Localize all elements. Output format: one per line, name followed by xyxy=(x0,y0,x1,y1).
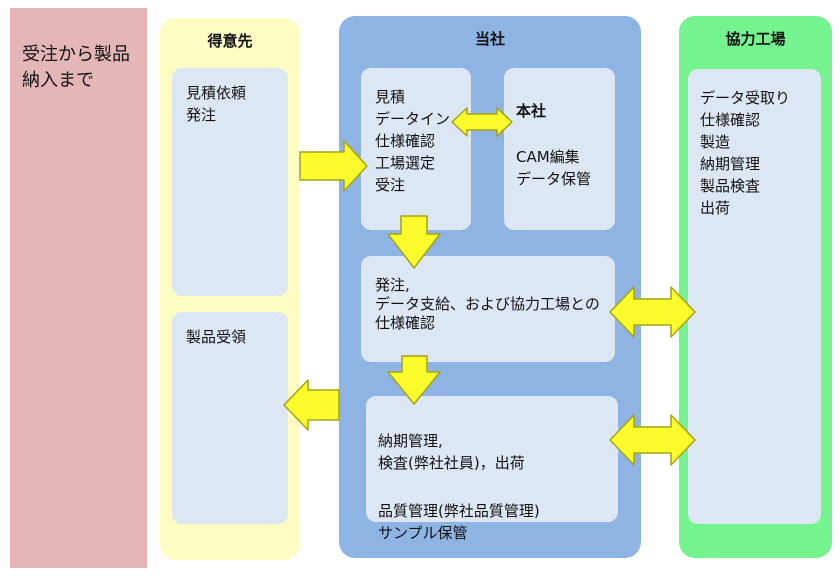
process-side-label-panel: 受注から製品 納入まで xyxy=(10,8,147,568)
company-delivery-box: 納期管理, 検査(弊社社員)，出荷 品質管理(弊社品質管理) サンプル保管 xyxy=(366,396,618,542)
arrow-company-to-client xyxy=(283,379,340,431)
company-delivery-text-2: 品質管理(弊社品質管理) サンプル保管 xyxy=(378,502,540,542)
company-delivery-text-1: 納期管理, 検査(弊社社員)，出荷 xyxy=(378,432,525,472)
company-estimate-box: 見積 データイン 仕様確認 工場選定 受注 xyxy=(361,68,471,230)
client-order-box: 見積依頼 発注 xyxy=(172,68,288,296)
arrow-client-to-company xyxy=(299,140,368,192)
client-receive-box: 製品受領 xyxy=(172,312,288,524)
process-side-label: 受注から製品 納入まで xyxy=(22,44,130,91)
arrow-order-to-delivery xyxy=(387,355,441,405)
client-column-title: 得意先 xyxy=(207,32,253,50)
arrow-estimate-to-order xyxy=(387,215,441,269)
company-column-title: 当社 xyxy=(474,30,505,48)
arrow-delivery-factory xyxy=(609,414,696,466)
factory-column-title: 協力工場 xyxy=(725,30,786,48)
arrow-estimate-hq xyxy=(451,107,513,137)
company-order-box: 発注, データ支給、および協力工場との 仕様確認 xyxy=(361,256,615,362)
company-hq-body: CAM編集 データ保管 xyxy=(516,148,592,188)
factory-process-box: データ受取り 仕様確認 製造 納期管理 製品検査 出荷 xyxy=(688,69,821,524)
company-hq-title: 本社 xyxy=(516,102,547,120)
company-hq-box: 本社 CAM編集 データ保管 xyxy=(504,68,615,230)
arrow-order-factory xyxy=(609,286,696,338)
